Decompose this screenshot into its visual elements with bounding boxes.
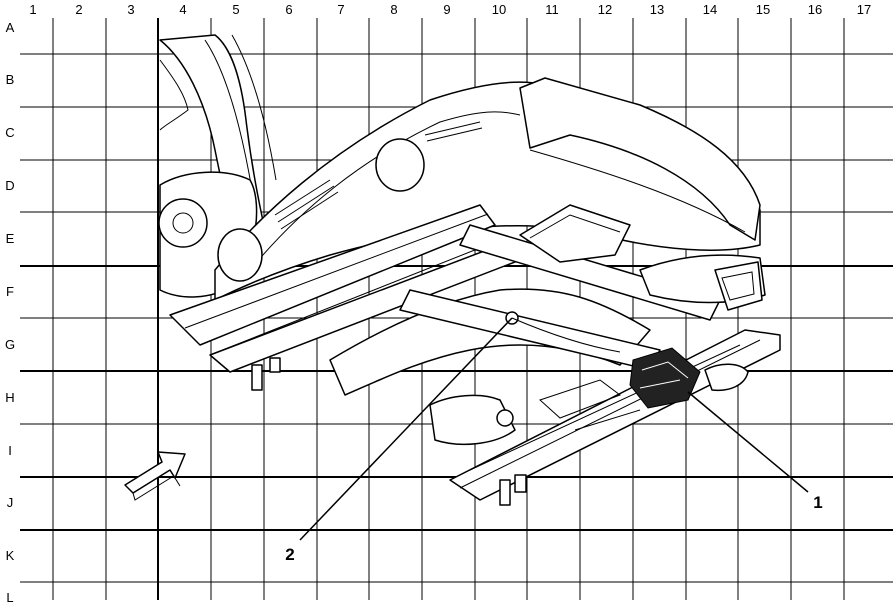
row-label: D bbox=[5, 178, 14, 193]
left-rail-detail bbox=[184, 213, 501, 356]
adjuster-module-highlight bbox=[639, 361, 689, 389]
cushion-speaker-right bbox=[375, 138, 425, 192]
row-label: F bbox=[6, 284, 14, 299]
cushion-speaker-left bbox=[217, 228, 263, 282]
mounting-stud bbox=[514, 474, 527, 493]
column-label: 7 bbox=[337, 2, 344, 17]
column-label: 3 bbox=[127, 2, 134, 17]
column-label: 14 bbox=[703, 2, 717, 17]
seat-back-contour bbox=[204, 34, 277, 191]
row-label: L bbox=[6, 590, 13, 605]
row-label: H bbox=[5, 390, 14, 405]
left-side-rail bbox=[169, 204, 496, 346]
front-direction-arrow-icon bbox=[124, 451, 186, 494]
column-label: 5 bbox=[232, 2, 239, 17]
headrest-edge bbox=[159, 59, 189, 131]
recliner-knob bbox=[158, 198, 208, 248]
rear-hinge-slot bbox=[721, 271, 755, 301]
rear-panel bbox=[519, 77, 761, 241]
row-label: K bbox=[6, 548, 15, 563]
column-label: 17 bbox=[857, 2, 871, 17]
row-label: B bbox=[6, 72, 15, 87]
column-label: 6 bbox=[285, 2, 292, 17]
row-labels: A B C D E F G H I J K L bbox=[5, 20, 15, 605]
mounting-stud bbox=[269, 357, 281, 373]
right-rail-detail bbox=[459, 339, 761, 489]
row-label: J bbox=[7, 495, 14, 510]
callout-leader-1 bbox=[687, 391, 809, 493]
pivot-bolt bbox=[496, 409, 514, 427]
row-label: G bbox=[5, 337, 15, 352]
cushion-vent-left bbox=[274, 179, 339, 230]
cushion-vent-top bbox=[424, 121, 483, 142]
arrow-shadow bbox=[132, 469, 181, 501]
rear-hinge bbox=[714, 261, 763, 311]
callout-label-2: 2 bbox=[285, 545, 294, 564]
mounting-stud bbox=[499, 479, 511, 506]
row-label: E bbox=[6, 231, 15, 246]
column-label: 8 bbox=[390, 2, 397, 17]
rear-bracket bbox=[704, 363, 749, 392]
column-label: 16 bbox=[808, 2, 822, 17]
cushion-seam bbox=[249, 111, 521, 271]
inner-frame-detail bbox=[529, 214, 621, 239]
column-label: 12 bbox=[598, 2, 612, 17]
row-label: A bbox=[6, 20, 15, 35]
inner-frame-box bbox=[519, 204, 631, 263]
column-label: 10 bbox=[492, 2, 506, 17]
seat-illustration bbox=[124, 34, 781, 506]
column-label: 13 bbox=[650, 2, 664, 17]
column-label: 1 bbox=[29, 2, 36, 17]
rear-panel-edge bbox=[529, 149, 746, 233]
recliner-knob-center bbox=[172, 212, 194, 234]
column-label: 9 bbox=[443, 2, 450, 17]
row-label: I bbox=[8, 443, 12, 458]
front-hardware bbox=[539, 379, 641, 431]
seat-adjuster-module bbox=[629, 347, 701, 409]
front-track-end-left bbox=[429, 394, 516, 446]
callouts: 1 2 bbox=[285, 317, 823, 564]
column-labels: 1 2 3 4 5 6 7 8 9 10 11 12 13 14 15 16 1… bbox=[29, 2, 871, 17]
column-label: 11 bbox=[545, 2, 559, 17]
column-label: 2 bbox=[75, 2, 82, 17]
connector-harness bbox=[511, 317, 621, 353]
mounting-stud bbox=[251, 364, 263, 391]
column-label: 4 bbox=[179, 2, 186, 17]
callout-label-1: 1 bbox=[813, 493, 822, 512]
row-label: C bbox=[5, 125, 14, 140]
callout-leader-2 bbox=[299, 317, 513, 541]
column-label: 15 bbox=[756, 2, 770, 17]
